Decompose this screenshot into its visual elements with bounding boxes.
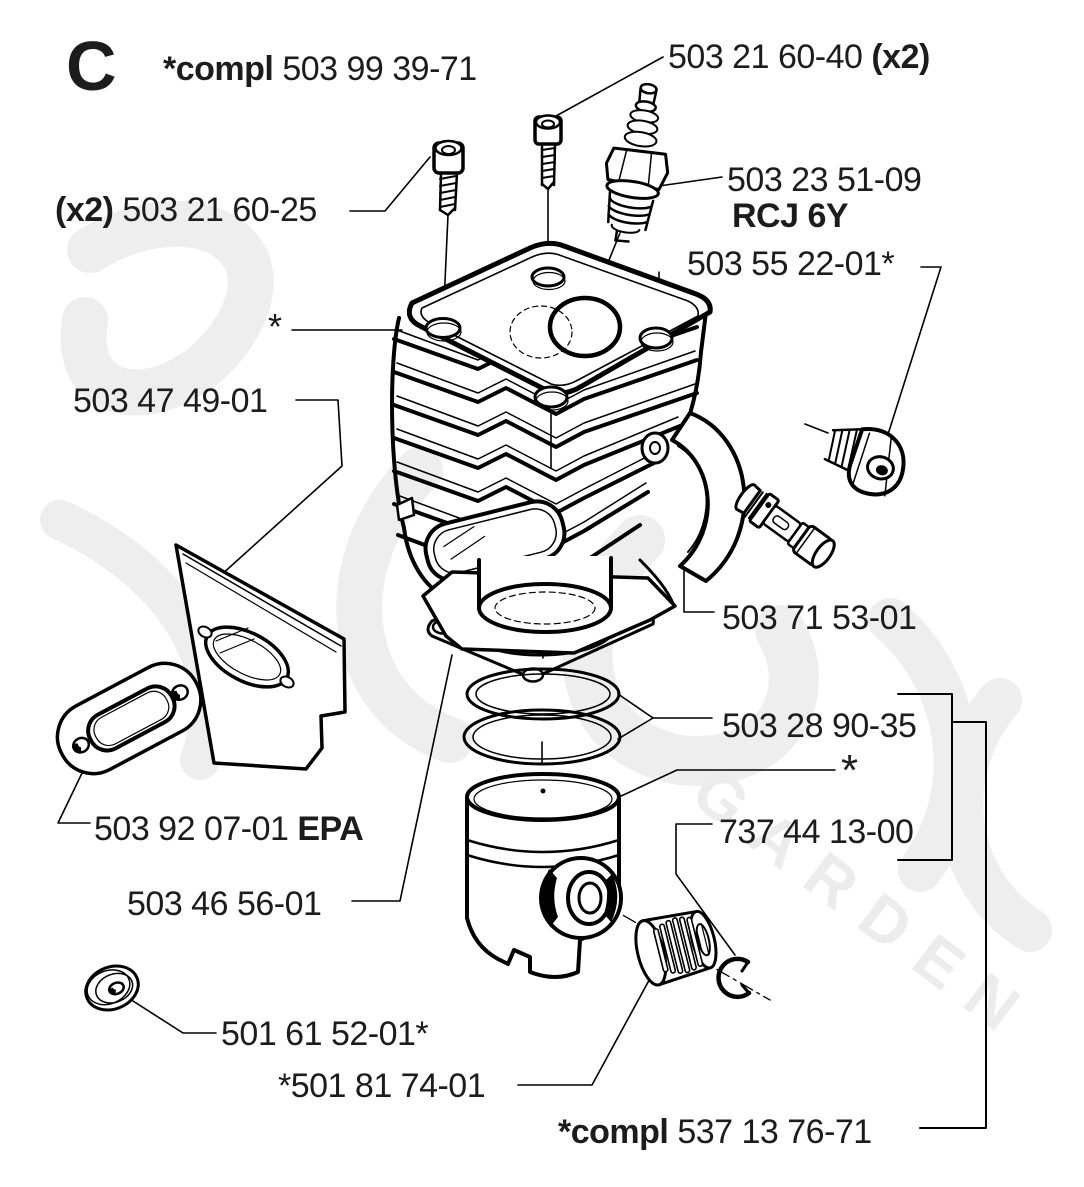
spigot (477, 556, 613, 634)
assembly-brackets (897, 693, 987, 1129)
screw-top-qty: (x2) (871, 38, 930, 76)
washer-drawing (84, 964, 140, 1012)
screw-left-qty: (x2) (55, 191, 114, 229)
cylinder-asterisk: * (268, 306, 282, 347)
exhaust-gasket-drawing (55, 661, 203, 776)
circlip-drawing (716, 956, 752, 1000)
label-circlip: 737 44 13-00 (719, 813, 914, 851)
assembly-top-prefix: *compl (163, 50, 274, 88)
screw-top-number: 503 21 60-40 (668, 38, 863, 76)
label-assembly-top: *compl 503 99 39-71 (163, 50, 477, 88)
exhaust-gasket-note: EPA (297, 810, 364, 848)
needle-bearing-drawing (634, 909, 718, 987)
label-screw-left: (x2) 503 21 60-25 (55, 191, 317, 229)
label-plug: 503 55 22-01* (687, 245, 895, 283)
label-bearing: *501 81 74-01 (278, 1067, 486, 1105)
label-decomp-valve: 503 71 53-01 (722, 599, 917, 637)
outer-bracket (919, 721, 987, 1129)
spark-plug-number: 503 23 51-09 (727, 161, 922, 199)
label-base-gasket: 503 46 56-01 (127, 885, 322, 923)
piston-drawing (465, 772, 623, 979)
head-screw-left (432, 139, 465, 217)
label-ring-set: 503 28 90-35 (722, 707, 917, 745)
exhaust-gasket-number: 503 92 07-01 (94, 810, 289, 848)
label-screw-top: 503 21 60-40 (x2) (668, 38, 930, 76)
spark-plug-model: RCJ 6Y (732, 196, 849, 235)
label-washer: 501 61 52-01* (221, 1015, 429, 1053)
assembly-bottom-prefix: *compl (558, 1113, 669, 1151)
piston-rings-drawing (462, 667, 622, 766)
label-assembly-bottom: *compl 537 13 76-71 (558, 1113, 872, 1151)
head-screw-top (533, 114, 563, 191)
assembly-top-number: 503 99 39-71 (282, 50, 477, 88)
side-bracket (640, 411, 747, 583)
plug-part-drawing (823, 427, 906, 497)
decomp-valve-drawing (734, 483, 836, 569)
cooling-plate-drawing (174, 543, 347, 771)
cylinder-drawing (390, 240, 747, 655)
screw-left-number: 503 21 60-25 (122, 191, 317, 229)
spark-plug-drawing (604, 82, 670, 243)
piston-asterisk: * (841, 746, 858, 795)
assembly-bottom-number: 537 13 76-71 (677, 1113, 872, 1151)
port-lug (395, 496, 416, 522)
section-letter: C (66, 27, 117, 105)
label-spark-plug: 503 23 51-09 RCJ 6Y (727, 161, 922, 235)
label-cooling-plate: 503 47 49-01 (73, 382, 268, 420)
label-exhaust-gasket: 503 92 07-01 EPA (94, 810, 364, 848)
head-top-plate (406, 240, 713, 411)
inner-bracket (897, 693, 953, 861)
